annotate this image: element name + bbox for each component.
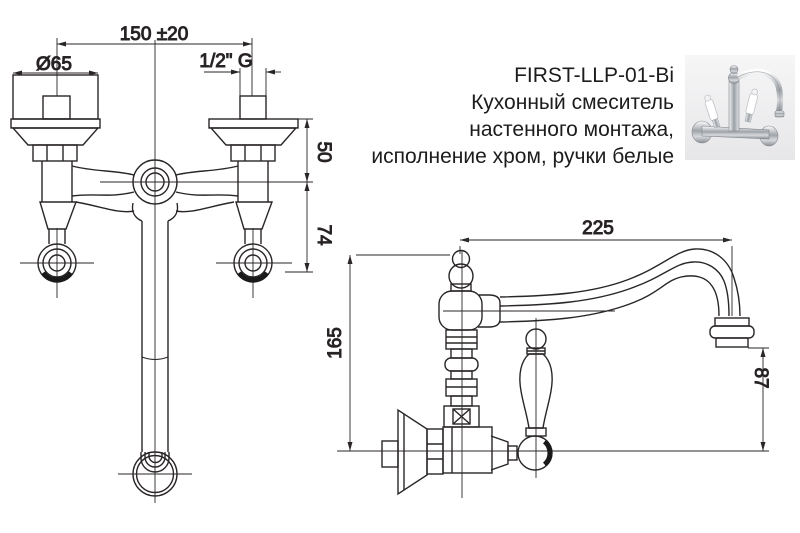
dim-label-upper-offset: 50: [313, 141, 334, 162]
spout-column: [443, 329, 480, 428]
lever-handle: [490, 328, 553, 471]
product-description-line-1: Кухонный смеситель: [471, 91, 674, 114]
aerator: [709, 317, 755, 348]
front-view-dimension-labels: 150 ±20 Ø65 1/2" G 50 74: [36, 24, 335, 247]
dim-label-total-height: 165: [325, 327, 346, 359]
valve-body: [442, 426, 493, 474]
right-wall-connection: [208, 95, 299, 244]
product-code: FIRST-LLP-01-Bi: [514, 64, 674, 87]
side-view-arrows: [347, 237, 766, 451]
product-info-block: FIRST-LLP-01-Bi Кухонный смеситель насте…: [334, 62, 674, 170]
spout-tube: [141, 221, 169, 452]
wall-escutcheon: [381, 408, 444, 496]
side-view-faucet-body: [381, 248, 755, 496]
dim-label-thread-size: 1/2" G: [199, 51, 252, 72]
dim-label-spout-reach: 225: [582, 218, 614, 239]
dim-label-flange-diameter: Ø65: [36, 54, 72, 75]
product-photo-image: [685, 55, 795, 160]
side-view-drawing: 225 165 87: [325, 218, 772, 498]
front-view-faucet-body: [10, 74, 299, 497]
photo-faucet: [691, 65, 785, 147]
product-description-line-2: настенного монтажа,: [469, 118, 674, 141]
dim-label-lower-offset: 74: [313, 224, 334, 246]
photo-left-handle: [704, 94, 721, 129]
spout-outlet: [132, 451, 178, 497]
swivel-turret: [438, 249, 501, 331]
photo-right-handle: [744, 88, 759, 123]
front-view-arrows: [13, 41, 310, 272]
dim-label-mounting-width: 150 ±20: [120, 24, 189, 45]
product-photo: [685, 55, 795, 160]
mixer-body: [71, 159, 239, 222]
swan-neck-spout: [499, 248, 741, 323]
dim-label-outlet-height: 87: [750, 367, 771, 388]
front-view-dimension-lines: [13, 38, 313, 503]
left-handle: [37, 243, 77, 283]
product-description-line-3: исполнение хром, ручки белые: [371, 145, 674, 168]
side-view-dimension-labels: 225 165 87: [325, 218, 772, 390]
right-handle: [233, 243, 273, 283]
left-wall-connection: [10, 74, 101, 244]
front-view-drawing: 150 ±20 Ø65 1/2" G 50 74: [10, 24, 335, 503]
